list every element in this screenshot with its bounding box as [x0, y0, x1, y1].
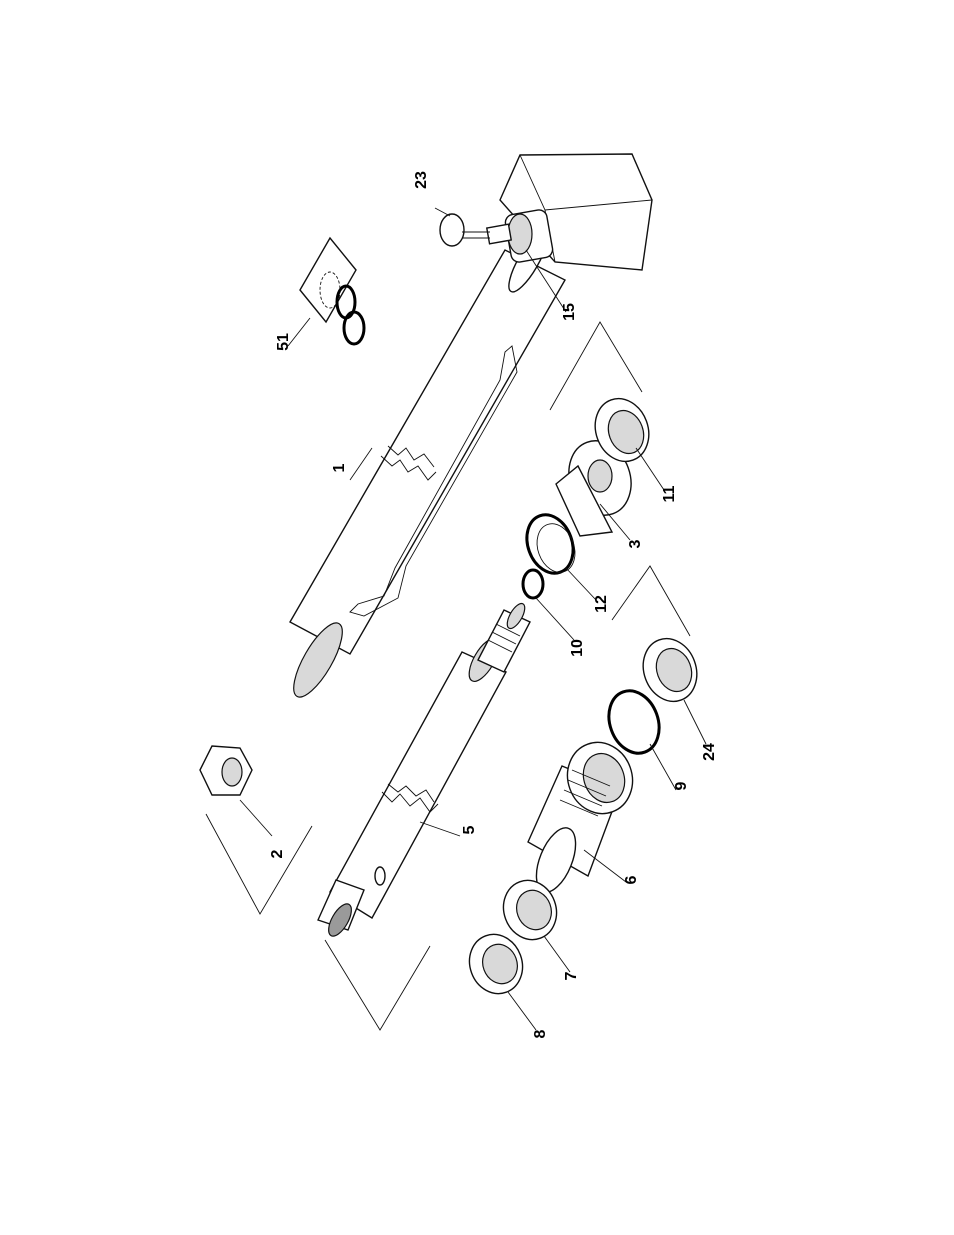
- part-10-o-ring: [523, 570, 543, 598]
- part-51-seal-kit: [300, 238, 364, 344]
- callout-23: 23: [413, 171, 430, 189]
- callout-12: 12: [593, 595, 610, 613]
- callout-51: 51: [275, 333, 292, 351]
- callout-7: 7: [563, 971, 580, 980]
- callout-9: 9: [673, 781, 690, 790]
- callout-3: 3: [627, 539, 644, 548]
- callout-15: 15: [561, 303, 578, 321]
- callout-5: 5: [461, 825, 478, 834]
- part-6-gland: [528, 733, 642, 897]
- callout-1: 1: [331, 463, 348, 472]
- callout-8: 8: [532, 1029, 549, 1038]
- callout-24: 24: [701, 743, 718, 761]
- callout-10: 10: [569, 639, 586, 657]
- callout-6: 6: [623, 875, 640, 884]
- callout-11: 11: [661, 485, 678, 502]
- part-23-knob: [440, 214, 490, 246]
- callout-2: 2: [269, 849, 286, 858]
- part-11-ring: [550, 322, 657, 469]
- part-24-ring: [612, 566, 705, 709]
- part-2-hex-nut: [200, 746, 312, 914]
- part-15-valve: [487, 209, 554, 264]
- part-8-seal: [461, 927, 530, 1001]
